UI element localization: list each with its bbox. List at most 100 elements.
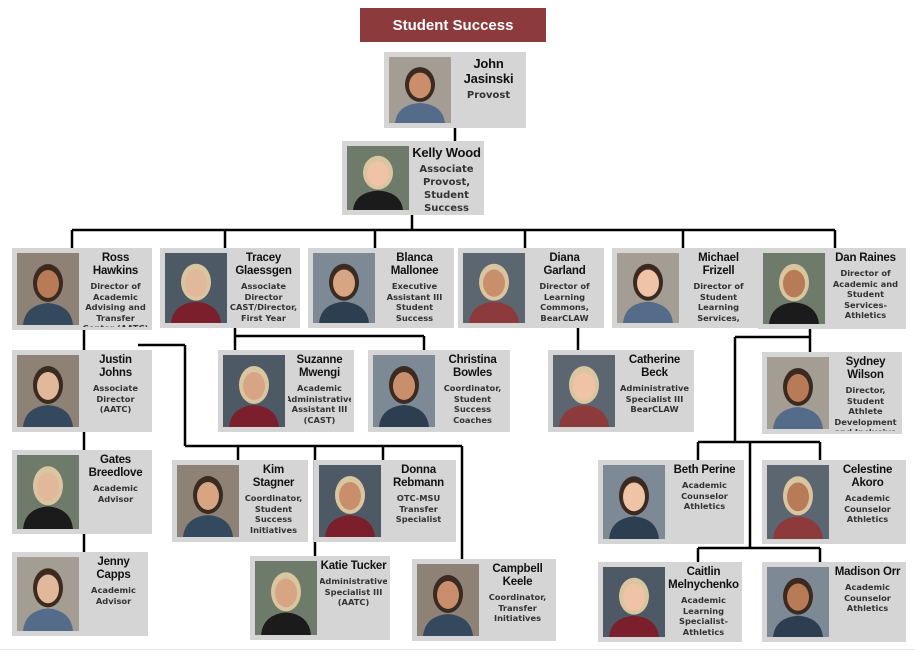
- person-name: Justin Johns: [99, 354, 132, 379]
- person-name: Madison Orr: [834, 566, 901, 578]
- person-photo-icon: [767, 357, 829, 429]
- person-role: Administrative Specialist III BearCLAW: [619, 383, 690, 414]
- person-role: Director of Learning Commons, BearCLAW: [539, 281, 590, 323]
- person-photo-icon: [767, 465, 829, 539]
- bottom-divider: [0, 649, 915, 650]
- person-photo-icon: [17, 253, 79, 325]
- person-photo-icon: [373, 355, 435, 427]
- person-name: Katie Tucker: [320, 560, 387, 572]
- person-name: Ross Hawkins: [92, 252, 139, 277]
- person-name: John Jasinski: [463, 56, 514, 86]
- person-role: Coordinator, Transfer Initiatives: [488, 592, 547, 623]
- person-role: Director of Academic Advising and Transf…: [83, 281, 149, 327]
- person-photo-icon: [17, 455, 79, 529]
- person-photo-icon: [603, 465, 665, 539]
- person-role: Director of Student Learning Services, B…: [693, 281, 744, 325]
- person-photo-icon: [389, 57, 451, 123]
- person-photo-icon: [255, 561, 317, 635]
- person-name: Michael Frizell: [698, 252, 739, 277]
- person-photo-icon: [763, 253, 825, 324]
- person-name: Blanca Mallonee: [390, 252, 439, 277]
- person-role: Academic Advisor: [93, 483, 138, 504]
- person-name: Sydney Wilson: [845, 356, 886, 381]
- person-photo-icon: [417, 564, 479, 636]
- person-photo-icon: [17, 557, 79, 631]
- person-name: Kim Stagner: [252, 464, 295, 489]
- person-role: Academic Counselor Athletics: [844, 582, 891, 613]
- person-name: Dan Raines: [835, 252, 896, 264]
- person-photo-icon: [319, 465, 381, 537]
- person-role: Associate Director CAST/Director, First …: [230, 281, 297, 325]
- person-role: Executive Assistant III Student Success: [386, 281, 443, 323]
- person-role: Director, Student Athlete Development an…: [834, 385, 897, 431]
- chart-title: Student Success: [360, 8, 546, 42]
- person-photo-icon: [177, 465, 239, 537]
- person-role: Academic Administrative Assistant III (C…: [288, 383, 351, 425]
- person-name: Christina Bowles: [448, 354, 497, 379]
- person-role: Academic Learning Specialist-Athletics: [679, 595, 728, 637]
- person-photo-icon: [223, 355, 285, 427]
- person-name: Catherine Beck: [628, 354, 681, 379]
- person-name: Gates Breedlove: [88, 454, 143, 479]
- person-name: Donna Rebmann: [393, 464, 444, 489]
- person-name: Beth Perine: [673, 464, 736, 476]
- person-photo-icon: [165, 253, 227, 323]
- person-role: Administrative Specialist III (AATC): [320, 576, 387, 607]
- person-name: Campbell Keele: [492, 563, 543, 588]
- person-photo-icon: [313, 253, 375, 323]
- person-role: Academic Counselor Athletics: [681, 480, 728, 511]
- person-role: OTC-MSU Transfer Specialist: [395, 493, 442, 524]
- person-name: Diana Garland: [543, 252, 586, 277]
- person-role: Coordinator, Student Success Initiatives: [244, 493, 303, 535]
- person-role: Coordinator, Student Success Coaches: [443, 383, 502, 425]
- person-photo-icon: [617, 253, 679, 323]
- person-photo-icon: [603, 567, 665, 637]
- person-photo-icon: [463, 253, 525, 323]
- person-role: Academic Counselor Athletics: [844, 493, 891, 524]
- person-role: Provost: [466, 90, 511, 101]
- person-name: Jenny Capps: [96, 556, 131, 581]
- person-role: Associate Provost, Student Success: [419, 164, 474, 212]
- person-role: Academic Advisor: [91, 585, 136, 606]
- person-name: Caitlin Melnychenko: [668, 566, 739, 591]
- person-name: Celestine Akoro: [842, 464, 893, 489]
- person-photo-icon: [17, 355, 79, 427]
